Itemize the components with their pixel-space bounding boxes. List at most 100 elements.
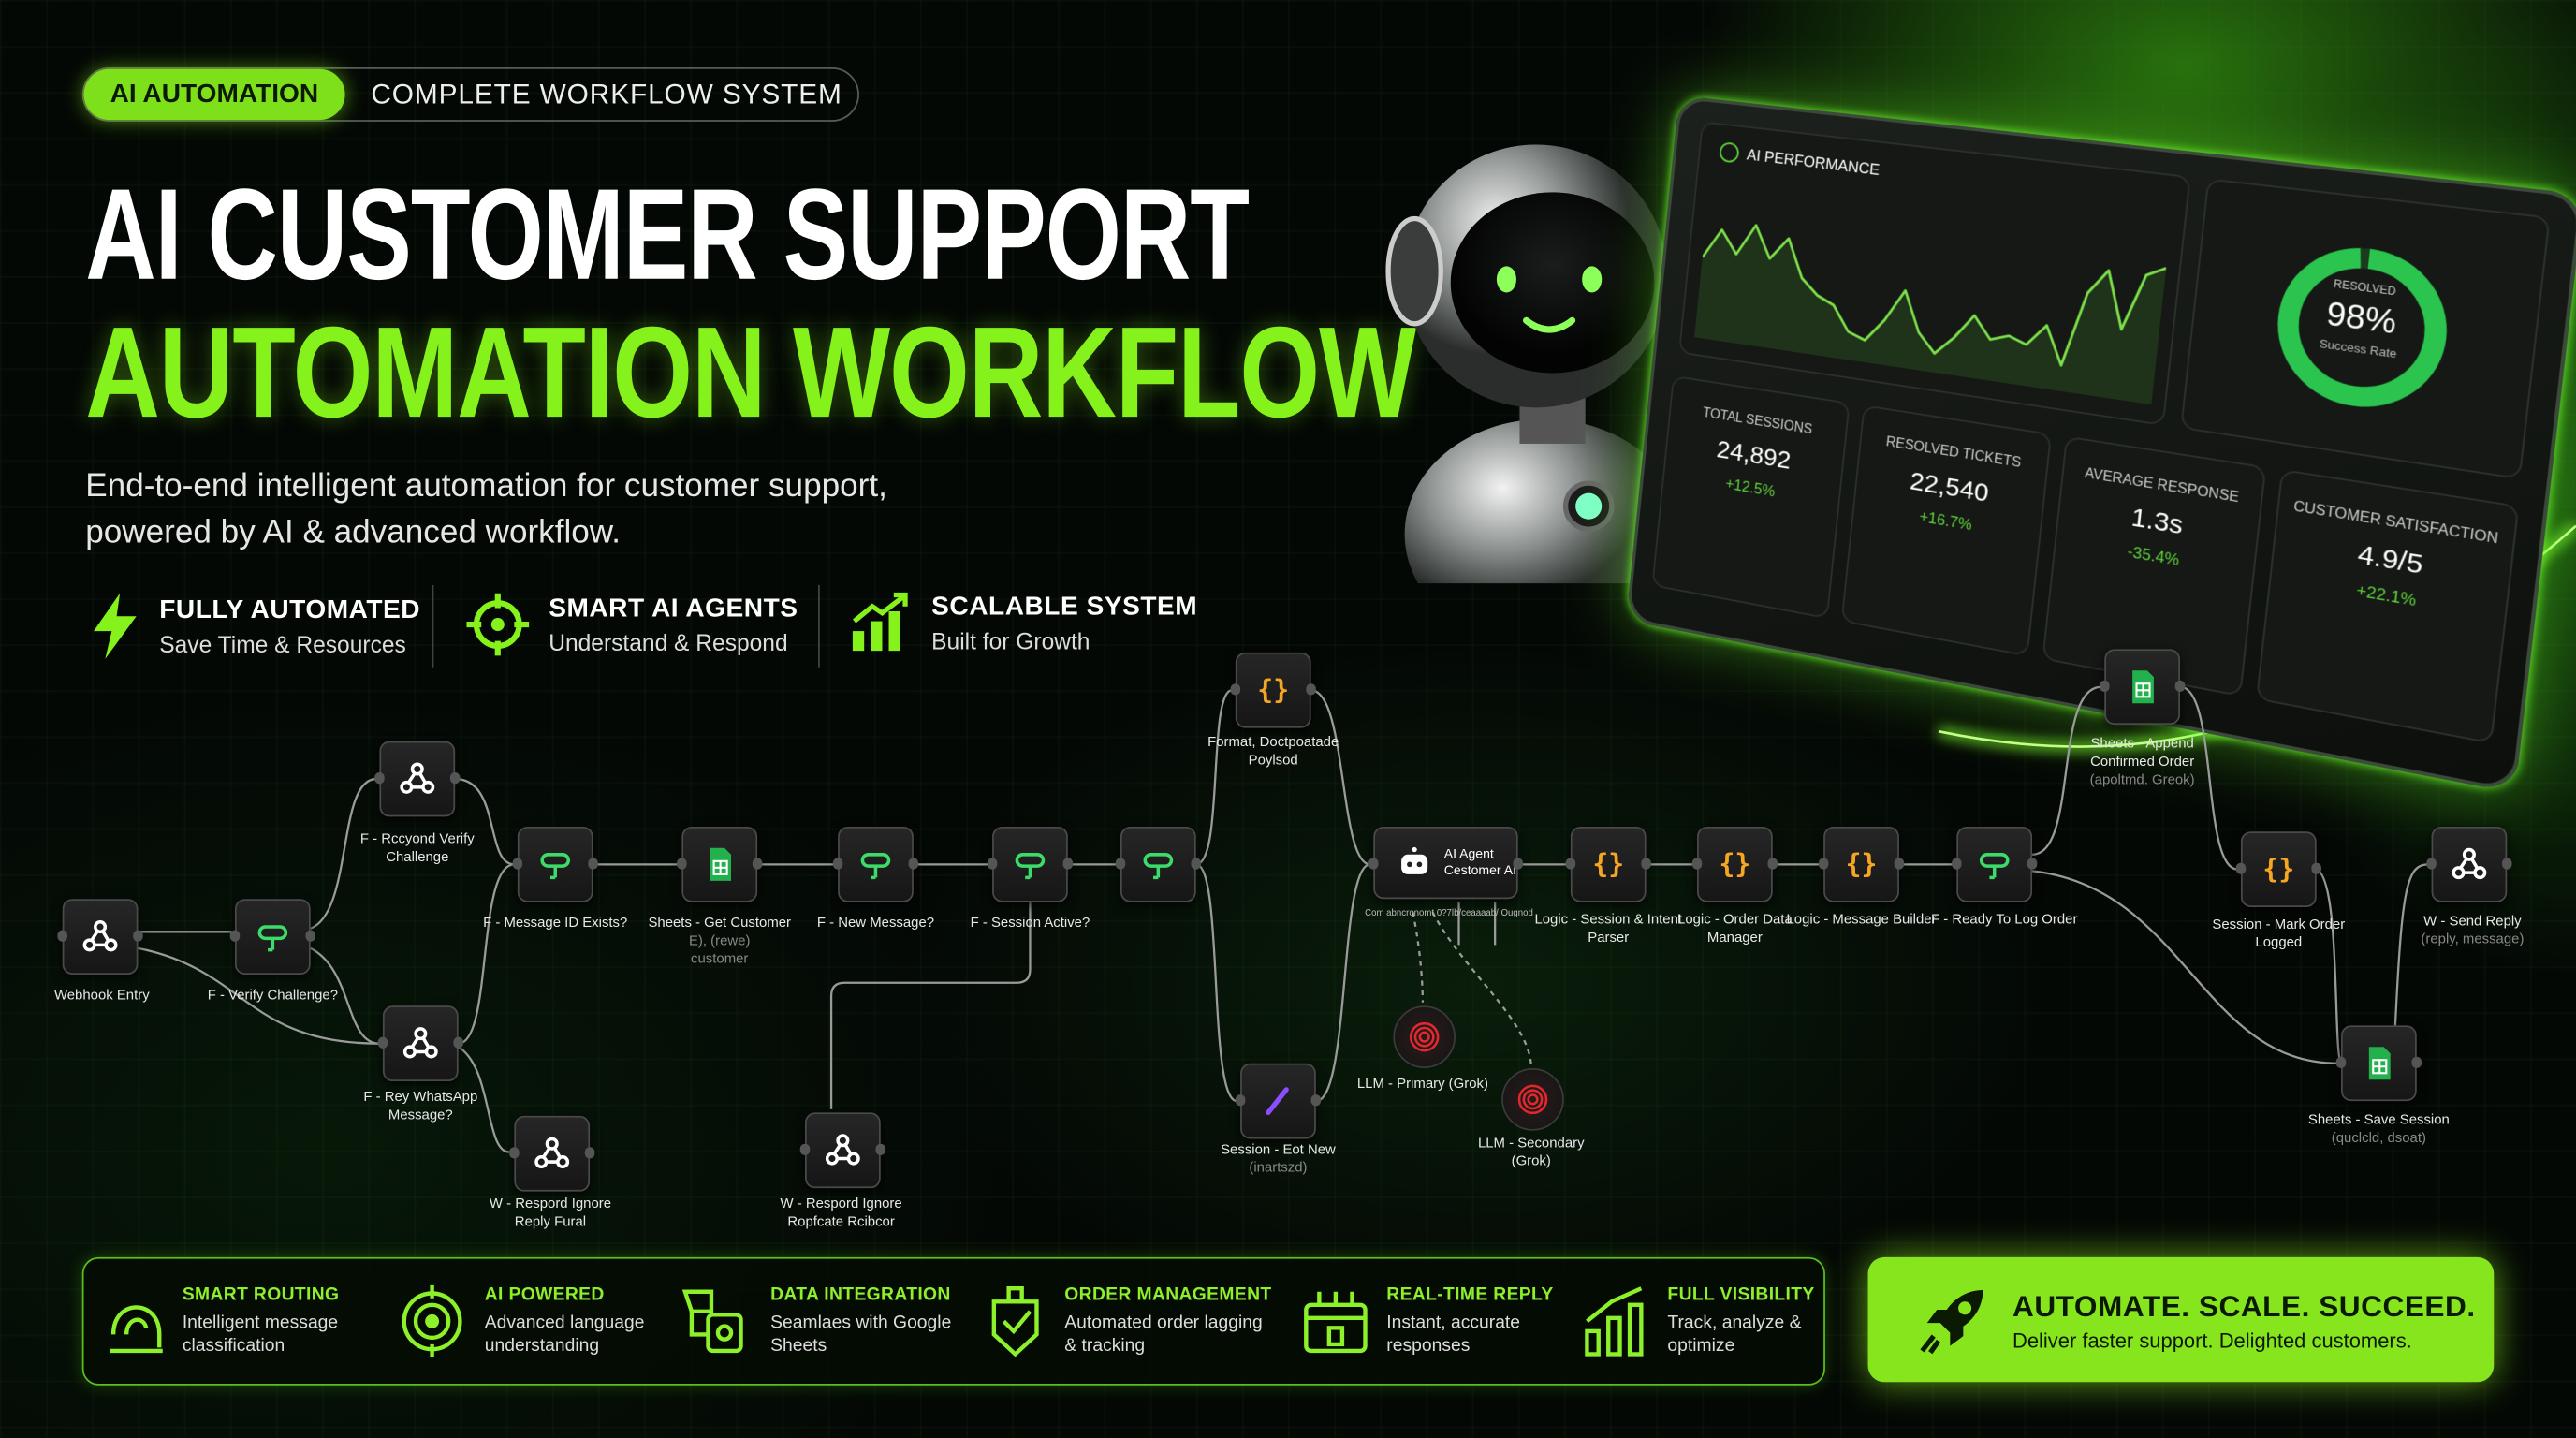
filter-icon [1979, 853, 2010, 880]
edge [2031, 685, 2101, 856]
node-label: F - Session Active? [970, 914, 1090, 931]
code-braces-icon: {} [1846, 848, 1878, 879]
webhook-icon [402, 1027, 438, 1059]
node-ready-to-log-order[interactable] [1952, 826, 2038, 902]
divider [818, 584, 820, 668]
node-logic-order-data-manager[interactable]: {} [1691, 826, 1778, 902]
node-webhook-entry[interactable] [57, 899, 143, 975]
node-respond-verify-challenge[interactable] [374, 741, 461, 817]
node-new-message[interactable] [832, 826, 919, 902]
filter-icon [860, 853, 891, 880]
feature-title: FULLY AUTOMATED [159, 595, 421, 624]
subtitle-line-2: powered by AI & advanced workflow. [85, 514, 621, 551]
ai-performance-dashboard: AI PERFORMANCE RESOLVED 98% Success Rate… [1626, 95, 2576, 794]
node-label: LLM - Secondary(Grok) [1477, 1134, 1585, 1169]
node-respond-ignore-reply[interactable] [509, 1115, 595, 1192]
code-braces-icon: {} [1257, 674, 1289, 705]
benefit-title: REAL-TIME REPLY [1386, 1284, 1554, 1305]
feature-fully-automated: FULLY AUTOMATED Save Time & Resources [87, 592, 420, 661]
title-line-2: AUTOMATION WORKFLOW [85, 301, 1416, 446]
node-respond-ignore-duplicate[interactable] [799, 1112, 886, 1189]
google-sheets-icon [710, 847, 732, 881]
ai-agent-ports-label: Com abncronomt 0?7lb/ceaaaab/ Ougnod [1365, 908, 1533, 919]
edge [310, 946, 380, 1045]
node-format-payload[interactable]: {} [1230, 652, 1316, 728]
node-send-reply[interactable] [2426, 826, 2512, 902]
edge [310, 777, 377, 930]
target-icon [402, 1284, 462, 1357]
performance-chart-panel: AI PERFORMANCE [1678, 121, 2191, 426]
node-verify-challenge[interactable] [229, 899, 315, 975]
node-label: Sheets - Save Session(quclcld, dsoat) [2307, 1110, 2450, 1146]
code-braces-icon: {} [1719, 848, 1750, 879]
node-whatsapp-message[interactable] [377, 1005, 463, 1082]
node-session-mark-order-logged[interactable]: {} [2235, 831, 2321, 907]
feature-smart-ai-agents: SMART AI AGENTS Understand & Respond [465, 592, 798, 657]
filter-icon [1015, 853, 1046, 880]
feature-sub: Save Time & Resources [159, 630, 406, 657]
edge [1315, 863, 1371, 1103]
ai-agent-sub: Cestomer AI [1443, 862, 1516, 878]
benefit-title: FULL VISIBILITY [1667, 1284, 1815, 1305]
svg-text:{}: {} [1846, 848, 1878, 879]
robot-body [1404, 418, 1684, 584]
node-sheets-get-customer[interactable] [677, 826, 763, 902]
edge [458, 1046, 510, 1153]
realtime-icon [1304, 1291, 1368, 1354]
node-logic-message-builder[interactable]: {} [1818, 826, 1905, 902]
cta-subtitle: Deliver faster support. Delighted custom… [2012, 1329, 2412, 1353]
node-llm-secondary[interactable] [1501, 1068, 1564, 1131]
filter-icon [540, 853, 571, 880]
badge-highlight: AI AUTOMATION [83, 68, 345, 121]
benefit-title: SMART ROUTING [182, 1284, 340, 1305]
rocket-icon [1920, 1289, 1983, 1355]
node-sheets-save-session[interactable] [2335, 1025, 2422, 1102]
node-label: Session - Eot New(inartszd) [1221, 1140, 1336, 1176]
node-label: F - Ready To Log Order [1930, 910, 2078, 928]
edge [1195, 863, 1237, 1103]
node-llm-primary[interactable] [1393, 1005, 1456, 1069]
svg-text:{}: {} [1719, 848, 1750, 879]
node-session-active[interactable] [987, 826, 1074, 902]
google-sheets-icon [2368, 1047, 2391, 1080]
lightning-icon [94, 593, 137, 659]
edge [458, 863, 515, 1045]
edge [1457, 902, 1497, 946]
node-filter-switch[interactable] [1115, 826, 1201, 902]
edge [1310, 689, 1371, 866]
edge [1195, 689, 1233, 866]
google-sheets-icon [2132, 670, 2154, 704]
cta-banner[interactable]: AUTOMATE. SCALE. SUCCEED. Deliver faster… [1867, 1256, 2495, 1383]
feature-sub: Understand & Respond [549, 628, 788, 655]
edge [2316, 868, 2343, 1064]
order-check-icon [991, 1286, 1039, 1357]
sparkline-area [1694, 210, 2167, 405]
node-logic-session-intent-parser[interactable]: {} [1565, 826, 1651, 902]
code-braces-icon: {} [2262, 853, 2294, 884]
edge [829, 902, 1032, 1109]
svg-text:{}: {} [1592, 848, 1624, 879]
benefit-title: AI POWERED [484, 1284, 605, 1305]
node-message-id-exists[interactable] [512, 826, 598, 902]
bar-chart-icon [1585, 1286, 1644, 1357]
webhook-icon [825, 1134, 860, 1166]
feature-title: SMART AI AGENTS [549, 594, 798, 623]
node-session-new[interactable] [1235, 1063, 1322, 1139]
node-sheets-append-order[interactable] [2100, 649, 2186, 726]
node-label: Webhook Entry [53, 986, 150, 1003]
edge [138, 946, 380, 1045]
